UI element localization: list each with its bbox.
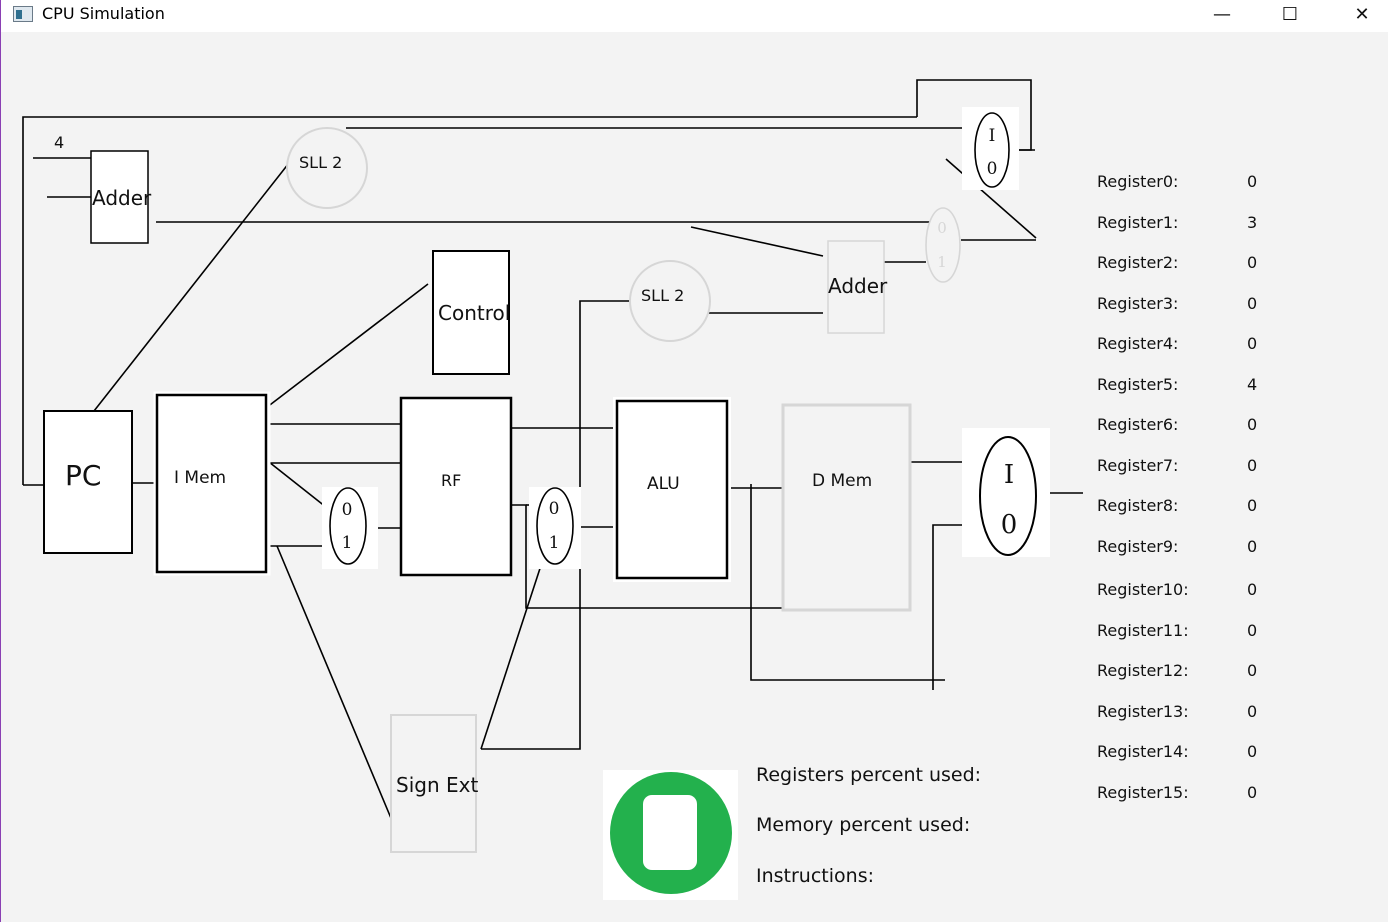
register-value: 0 [1247,496,1258,515]
register-name: Register10: [1097,580,1189,599]
mux-alusrc-input-b: 1 [549,533,560,553]
wires [22,79,1083,824]
register-value: 0 [1247,661,1258,680]
register-value: 0 [1247,621,1258,640]
mux-memtoreg-input-b: 0 [1001,510,1018,540]
title-bar[interactable]: CPU Simulation — ☐ ✕ [1,0,1388,32]
register-value: 0 [1247,580,1258,599]
register-name: Register6: [1097,415,1179,434]
mux-jump-ellipse [925,207,961,283]
memory-percent-label: Memory percent used: [756,814,971,836]
register-name: Register3: [1097,294,1179,313]
adder-mid-box [827,240,885,334]
mux-alusrc-input-a: 0 [549,499,560,519]
register-name: Register13: [1097,702,1189,721]
mux-regdst-input-b: 1 [342,533,353,553]
register-value: 0 [1247,702,1258,721]
rf-box [399,396,513,577]
register-value: 0 [1247,253,1258,272]
mux-top-input-b: 0 [987,159,998,179]
adder-mid-label: Adder [828,274,888,298]
register-name: Register9: [1097,537,1179,556]
register-value: 0 [1247,537,1258,556]
register-value: 4 [1247,375,1258,394]
adder-top-label: Adder [92,186,152,210]
register-name: Register0: [1097,172,1179,191]
pc-label: PC [65,459,101,492]
register-value: 3 [1247,213,1258,232]
dmem-label: D Mem [812,471,872,491]
pc-adder-constant-label: 4 [54,133,64,152]
maximize-button[interactable]: ☐ [1281,4,1299,25]
sll2-top-label: SLL 2 [299,153,342,172]
mux-memtoreg-ellipse [979,436,1037,556]
instructions-label: Instructions: [756,865,874,887]
adder-top-box [90,150,149,244]
sll2-mid-circle [629,260,711,342]
register-value: 0 [1247,334,1258,353]
signext-box [390,714,477,853]
register-value: 0 [1247,294,1258,313]
imem-label: I Mem [174,468,226,488]
mux-jump-input-a: 0 [937,219,947,237]
mux-regdst-ellipse [329,487,367,565]
mux-alusrc-ellipse [536,487,574,565]
sll2-mid-label: SLL 2 [641,286,684,305]
registers-percent-label: Registers percent used: [756,764,982,786]
register-name: Register4: [1097,334,1179,353]
register-name: Register2: [1097,253,1179,272]
mux-memtoreg-input-a: I [1004,460,1014,490]
app-icon [13,6,33,22]
register-name: Register8: [1097,496,1179,515]
alu-label: ALU [647,474,680,494]
register-name: Register1: [1097,213,1179,232]
register-name: Register14: [1097,742,1189,761]
register-value: 0 [1247,172,1258,191]
register-name: Register7: [1097,456,1179,475]
pc-box [43,410,133,554]
register-value: 0 [1247,783,1258,802]
mux-regdst-input-a: 0 [342,500,353,520]
rf-label: RF [441,471,461,490]
register-value: 0 [1247,742,1258,761]
register-name: Register12: [1097,661,1189,680]
close-button[interactable]: ✕ [1354,4,1370,25]
register-name: Register11: [1097,621,1189,640]
sll2-top-circle [286,127,368,209]
minimize-button[interactable]: — [1213,4,1231,25]
control-label: Control [438,301,510,325]
register-name: Register15: [1097,783,1189,802]
mux-top-input-a: I [989,126,996,146]
register-value: 0 [1247,456,1258,475]
mux-jump-input-b: 1 [937,253,947,271]
mux-top-ellipse [974,112,1010,188]
dmem-box [781,403,912,612]
window-title: CPU Simulation [42,4,165,23]
signext-label: Sign Ext [396,773,478,797]
control-box [432,250,510,375]
register-value: 0 [1247,415,1258,434]
register-name: Register5: [1097,375,1179,394]
